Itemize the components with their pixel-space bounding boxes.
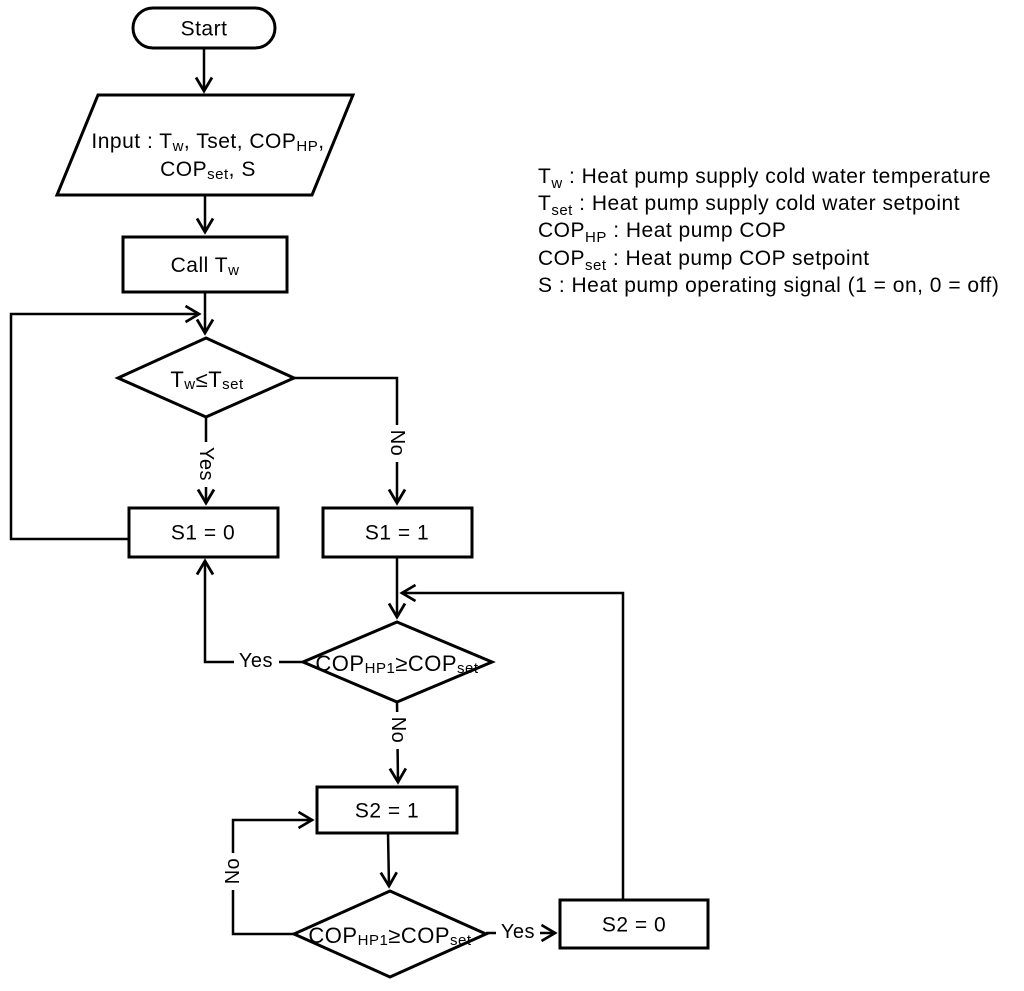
legend-line-copset: COPset : Heat pump COP setpoint xyxy=(538,247,870,274)
input-label-line1: Input : Tw, Tset, COPHP, xyxy=(91,130,324,155)
edge-decision3-no-to-s2one xyxy=(231,810,315,936)
s1-one-node: S1 = 1 xyxy=(321,506,474,559)
label-mask xyxy=(387,425,408,462)
s1-zero-node: S1 = 0 xyxy=(127,506,280,559)
start-label: Start xyxy=(181,18,228,41)
yes-text: Yes xyxy=(195,447,217,481)
edge-s2one-to-decision3 xyxy=(379,832,398,889)
legend-line-tw: Tw : Heat pump supply cold water tempera… xyxy=(538,165,991,192)
s1-zero-label: S1 = 0 xyxy=(171,522,235,545)
legend: Tw : Heat pump supply cold water tempera… xyxy=(538,165,999,297)
call-tw-node: Call Tw xyxy=(121,235,289,294)
s2-one-node: S2 = 1 xyxy=(315,785,459,835)
s1-one-process-shape xyxy=(321,506,474,559)
decision-cop-upper-node: COPHP1≥COPset xyxy=(299,620,496,704)
input-label-line2: COPset, S xyxy=(160,158,256,183)
decision-cop-lower-label: COPHP1≥COPset xyxy=(308,923,471,949)
no-text: No xyxy=(387,717,409,744)
label-mask xyxy=(496,921,540,944)
decision2-no-label: No xyxy=(387,712,409,749)
decision3-no-label: No xyxy=(222,853,244,890)
decision-tw-diamond-shape xyxy=(114,336,298,419)
label-mask xyxy=(223,853,244,890)
legend-line-tset: Tset : Heat pump supply cold water setpo… xyxy=(538,192,960,219)
edge-decision2-yes-to-s1zero xyxy=(195,558,303,664)
label-mask xyxy=(234,650,279,673)
decision1-no-label: No xyxy=(386,425,408,462)
s2-zero-label: S2 = 0 xyxy=(602,914,666,937)
legend-line-s: S : Heat pump operating signal (1 = on, … xyxy=(538,274,999,297)
decision-tw-label: Tw≤Tset xyxy=(170,367,244,393)
edge-feedback-s2zero-to-decision2 xyxy=(399,583,625,900)
decision-tw-node: Tw≤Tset xyxy=(114,336,298,419)
input-parallelogram-shape xyxy=(54,93,356,197)
s1-one-label: S1 = 1 xyxy=(365,522,429,545)
call-tw-process-shape xyxy=(121,235,289,294)
decision2-yes-label: Yes xyxy=(234,650,279,673)
decision-cop-lower-diamond-shape xyxy=(290,889,490,979)
s1-zero-process-shape xyxy=(127,506,280,559)
yes-text: Yes xyxy=(501,921,535,943)
no-text: No xyxy=(386,430,408,457)
yes-text: Yes xyxy=(239,650,273,672)
edge-feedback-s1zero-to-decision1 xyxy=(9,304,202,541)
decision-cop-upper-label: COPHP1≥COPset xyxy=(315,651,478,677)
s2-one-process-shape xyxy=(315,785,459,835)
s2-zero-node: S2 = 0 xyxy=(558,898,710,950)
label-mask xyxy=(388,712,409,749)
edge-decision1-no-to-s1one xyxy=(294,376,407,506)
decision3-yes-label: Yes xyxy=(496,921,540,944)
s2-zero-process-shape xyxy=(558,898,710,950)
decision-cop-lower-node: COPHP1≥COPset xyxy=(290,889,490,979)
s2-one-label: S2 = 1 xyxy=(355,800,419,823)
decision-cop-upper-diamond-shape xyxy=(299,620,496,704)
start-node: Start xyxy=(131,6,277,50)
label-mask xyxy=(196,442,217,487)
decision1-yes-label: Yes xyxy=(195,442,217,487)
call-tw-label: Call Tw xyxy=(171,254,240,279)
no-text: No xyxy=(222,858,244,885)
legend-line-cophp: COPHP : Heat pump COP xyxy=(538,219,786,246)
start-terminator-shape xyxy=(131,6,277,50)
input-node: Input : Tw, Tset, COPHP, COPset, S xyxy=(54,93,356,197)
